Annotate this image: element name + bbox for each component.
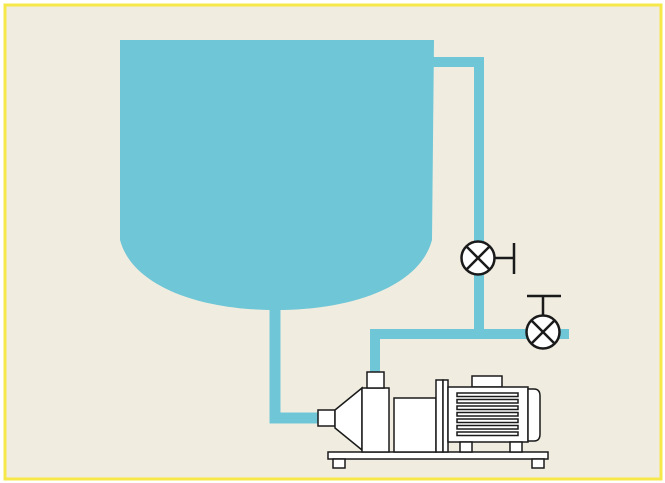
pump-motor-assembly[interactable]: [317, 371, 549, 469]
globe-valve-icon[interactable]: [460, 240, 516, 276]
motor-foot: [459, 441, 473, 453]
motor-terminal-box: [471, 375, 503, 388]
discharge-valve-icon[interactable]: [525, 294, 562, 350]
storage-tank: [120, 40, 434, 310]
motor-flange: [435, 379, 444, 453]
pump-body: [361, 387, 390, 453]
motor-cooling-fins: [456, 392, 519, 437]
discharge-pipe: [370, 329, 569, 372]
pump-inlet-flange: [317, 409, 336, 427]
motor-end-cap: [527, 388, 541, 442]
suction-pipe: [269, 300, 320, 424]
coupling-housing: [393, 397, 437, 453]
motor-foot: [509, 441, 523, 453]
pump-outlet-nozzle: [366, 371, 385, 389]
